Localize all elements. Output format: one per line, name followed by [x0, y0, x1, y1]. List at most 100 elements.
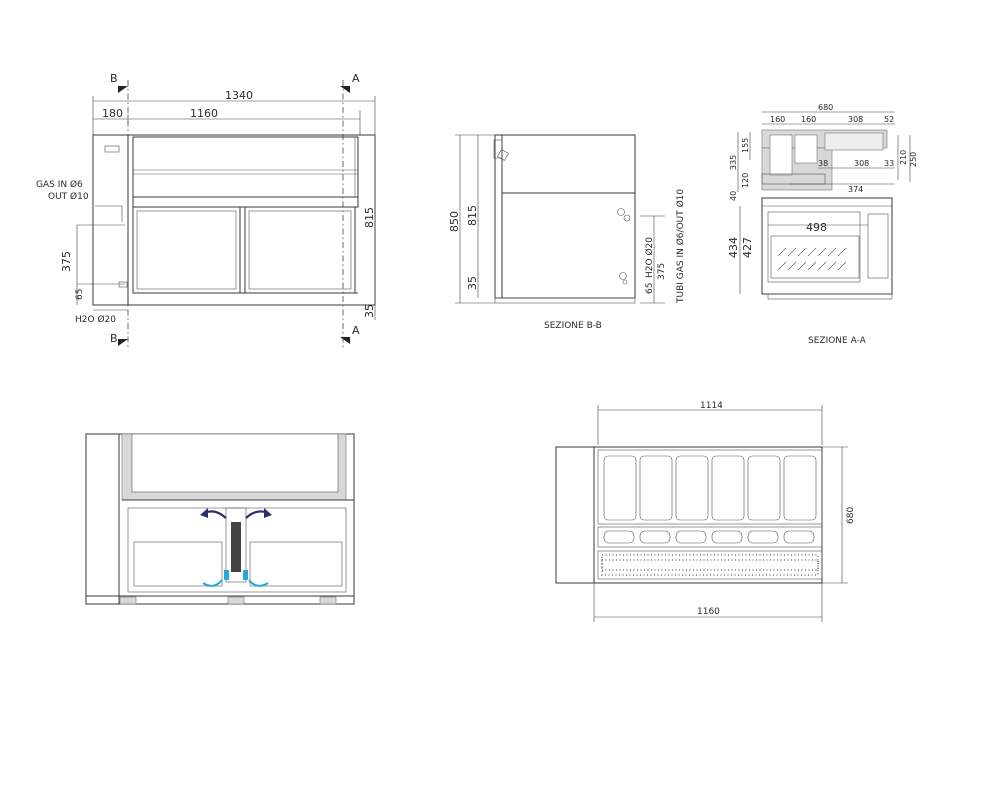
drawer-right — [249, 541, 343, 587]
dim-434: 434 — [727, 237, 740, 258]
section-mark-a-bottom: A — [352, 324, 360, 337]
slot — [817, 247, 827, 257]
dim-1340: 1340 — [225, 89, 253, 102]
return-air-right — [248, 579, 269, 587]
gn-pan-2 — [639, 455, 673, 521]
slot — [827, 261, 837, 271]
display-case — [132, 136, 359, 198]
dim-427: 427 — [741, 237, 754, 258]
small-pan — [747, 530, 779, 544]
slot — [787, 261, 797, 271]
dim-1114: 1114 — [700, 401, 723, 411]
dim-815: 815 — [363, 207, 376, 228]
dim-35: 35 — [363, 304, 376, 318]
counter-top — [132, 196, 359, 208]
gn-pan-wide — [824, 132, 884, 151]
dim-850: 850 — [448, 211, 461, 232]
small-pan — [639, 530, 671, 544]
section-arrow-b-bottom — [118, 339, 128, 346]
shelf-perforation — [601, 559, 819, 571]
small-pan-row — [597, 526, 823, 548]
drawer-left — [133, 541, 223, 587]
label-gas-out: OUT Ø10 — [48, 191, 89, 202]
slot — [827, 247, 837, 257]
dim-680: 680 — [818, 103, 833, 112]
airflow-section-view — [85, 433, 355, 605]
section-aa-title: SEZIONE A-A — [808, 336, 867, 346]
gn-pan-4 — [711, 455, 745, 521]
display-interior — [131, 433, 339, 493]
section-mark-b-bottom: B — [110, 332, 118, 345]
arrowhead — [264, 508, 272, 518]
h2o-port — [619, 272, 627, 280]
dim-308-top: 308 — [848, 115, 863, 124]
dim-35: 35 — [466, 276, 479, 290]
gn-pans — [603, 455, 817, 521]
dim-815: 815 — [466, 205, 479, 226]
label-h2o: H2O Ø20 — [644, 237, 655, 278]
section-arrow-b-top — [118, 86, 128, 93]
dim-38: 38 — [818, 159, 828, 168]
slot — [777, 247, 787, 257]
gn-pan-6 — [783, 455, 817, 521]
dim-335: 335 — [729, 155, 738, 170]
dim-160a: 160 — [770, 115, 785, 124]
dim-33: 33 — [884, 159, 894, 168]
slot — [837, 261, 847, 271]
base-plinth — [494, 297, 636, 304]
door-left — [132, 206, 241, 294]
cabinet-outline — [761, 197, 893, 295]
gn-pan — [794, 134, 818, 164]
small-pan — [675, 530, 707, 544]
perforated-shelf — [597, 550, 823, 580]
dim-1160: 1160 — [190, 107, 218, 120]
door-inner — [136, 210, 237, 290]
foot — [227, 596, 245, 605]
evaporator-housing — [225, 507, 247, 583]
dim-52: 52 — [884, 115, 894, 124]
top-view: 1114 680 1160 — [555, 401, 856, 622]
dim-375: 375 — [657, 263, 667, 280]
dim-210: 210 — [899, 150, 908, 165]
unit-outline — [92, 134, 376, 306]
control-panel — [104, 145, 120, 153]
dim-40: 40 — [729, 191, 738, 201]
section-arrow-a-bottom — [340, 337, 350, 344]
plinth — [767, 293, 893, 300]
gas-port — [617, 208, 625, 216]
pan-well — [597, 449, 823, 525]
front-view: B B A A 1340 180 1160 — [36, 72, 376, 348]
slot — [837, 247, 847, 257]
dim-120: 120 — [741, 173, 750, 188]
door-profile — [867, 213, 889, 279]
section-mark-a-top: A — [352, 72, 360, 85]
return-air-left — [202, 579, 223, 587]
side-outline — [494, 134, 636, 299]
dim-180: 180 — [102, 107, 123, 120]
small-pan — [711, 530, 743, 544]
small-pans — [603, 530, 815, 544]
perforated-tray — [770, 235, 860, 279]
slot — [807, 261, 817, 271]
section-arrow-a-top — [340, 86, 350, 93]
dim-375: 375 — [60, 251, 73, 272]
arrowhead — [200, 508, 208, 518]
pipe-h2o — [118, 281, 128, 288]
label-tubi: TUBI GAS IN Ø6/OUT Ø10 — [675, 189, 686, 304]
section-bb-view: 850 815 35 65 375 H2O Ø20 TUBI GAS IN Ø6… — [448, 134, 686, 331]
drawer-interior — [767, 211, 861, 283]
gn-pan-1 — [603, 455, 637, 521]
dim-680-top: 680 — [846, 507, 856, 524]
door-inner — [248, 210, 352, 290]
slot — [817, 261, 827, 271]
gn-pan-5 — [747, 455, 781, 521]
dim-65: 65 — [645, 283, 655, 294]
fan-left — [224, 570, 229, 580]
slot — [807, 247, 817, 257]
top-outline — [555, 446, 823, 584]
slot — [797, 261, 807, 271]
dim-308-mid: 308 — [854, 159, 869, 168]
dim-160b: 160 — [801, 115, 816, 124]
small-pan — [603, 530, 635, 544]
evaporator — [231, 522, 241, 572]
